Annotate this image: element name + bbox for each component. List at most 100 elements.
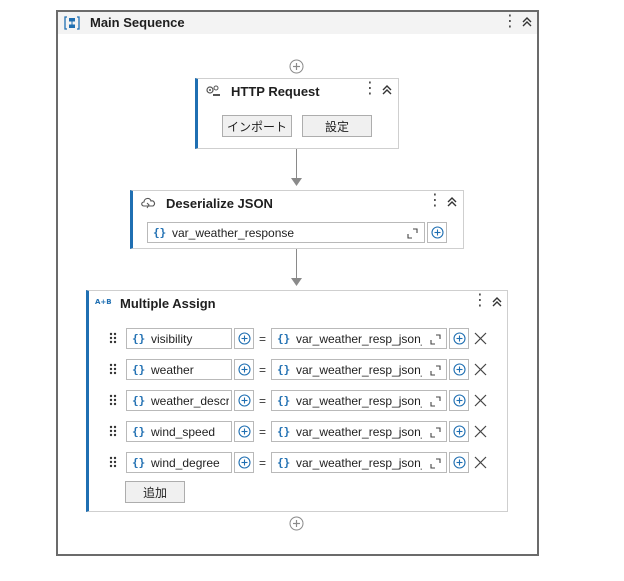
- assign-value-input[interactable]: [271, 452, 447, 473]
- assign-collapse-icon[interactable]: [490, 295, 504, 309]
- delete-row-icon[interactable]: [474, 332, 487, 345]
- import-button[interactable]: インポート: [222, 115, 292, 137]
- assign-value-input[interactable]: [271, 328, 447, 349]
- deserialize-collapse-icon[interactable]: [445, 195, 459, 209]
- sequence-collapse-icon[interactable]: [520, 15, 534, 29]
- add-activity-top-icon[interactable]: [289, 59, 304, 74]
- equals-sign: =: [259, 456, 267, 470]
- assign-value-add-button[interactable]: [449, 390, 469, 411]
- expression-icon: {}: [132, 363, 146, 376]
- http-request-collapse-icon[interactable]: [380, 83, 394, 97]
- equals-sign: =: [259, 363, 267, 377]
- expand-editor-icon[interactable]: [430, 396, 441, 407]
- multiple-assign-title: Multiple Assign: [120, 296, 216, 311]
- assign-value-text: var_weather_resp_json_c: [296, 456, 422, 470]
- assign-value-add-button[interactable]: [449, 452, 469, 473]
- equals-sign: =: [259, 394, 267, 408]
- expression-icon: {}: [277, 363, 291, 376]
- plus-circle-icon: [237, 456, 251, 469]
- http-request-activity[interactable]: [195, 78, 399, 149]
- gear-network-icon: [206, 85, 220, 96]
- sequence-more-icon[interactable]: ⋮: [502, 13, 518, 30]
- delete-row-icon[interactable]: [474, 394, 487, 407]
- plus-circle-icon: [452, 394, 466, 407]
- json-add-button[interactable]: [427, 222, 447, 243]
- assign-to-value: wind_speed: [151, 425, 216, 439]
- plus-circle-icon: [237, 363, 251, 376]
- assign-to-input[interactable]: [126, 390, 232, 411]
- assign-value-text: var_weather_resp_json_c: [296, 363, 422, 377]
- arrow-down-icon: [291, 278, 302, 286]
- expression-icon: {}: [132, 332, 146, 345]
- deserialize-more-icon[interactable]: ⋮: [427, 192, 443, 209]
- deserialize-json-title: Deserialize JSON: [166, 196, 273, 211]
- drag-handle-icon[interactable]: [109, 394, 117, 406]
- equals-sign: =: [259, 425, 267, 439]
- delete-row-icon[interactable]: [474, 425, 487, 438]
- http-request-more-icon[interactable]: ⋮: [362, 80, 378, 97]
- expand-editor-icon[interactable]: [430, 365, 441, 376]
- assign-to-add-button[interactable]: [234, 421, 254, 442]
- settings-button[interactable]: 設定: [302, 115, 372, 137]
- delete-row-icon[interactable]: [474, 456, 487, 469]
- json-string-input[interactable]: [147, 222, 425, 243]
- drag-handle-icon[interactable]: [109, 363, 117, 375]
- assign-more-icon[interactable]: ⋮: [472, 292, 488, 309]
- expression-icon: {}: [132, 394, 146, 407]
- expand-editor-icon[interactable]: [430, 458, 441, 469]
- assign-to-add-button[interactable]: [234, 390, 254, 411]
- assign-to-value: weather: [151, 363, 194, 377]
- equals-sign: =: [259, 332, 267, 346]
- json-string-value: var_weather_response: [172, 226, 295, 240]
- add-assign-button[interactable]: 追加: [125, 481, 185, 503]
- assign-value-add-button[interactable]: [449, 359, 469, 380]
- expand-editor-icon[interactable]: [430, 334, 441, 345]
- connector-line: [296, 249, 297, 279]
- assign-icon: A+B: [95, 298, 112, 306]
- drag-handle-icon[interactable]: [109, 425, 117, 437]
- http-request-title: HTTP Request: [231, 84, 320, 99]
- expression-icon: {}: [277, 332, 291, 345]
- add-activity-bottom-icon[interactable]: [289, 516, 304, 531]
- expression-icon: {}: [132, 456, 146, 469]
- connector-line: [296, 149, 297, 179]
- drag-handle-icon[interactable]: [109, 456, 117, 468]
- assign-to-input[interactable]: [126, 359, 232, 380]
- assign-to-value: wind_degree: [151, 456, 220, 470]
- assign-to-input[interactable]: [126, 452, 232, 473]
- assign-to-input[interactable]: [126, 328, 232, 349]
- plus-circle-icon: [237, 394, 251, 407]
- arrow-down-icon: [291, 178, 302, 186]
- expand-editor-icon[interactable]: [430, 427, 441, 438]
- plus-circle-icon: [452, 363, 466, 376]
- assign-to-add-button[interactable]: [234, 359, 254, 380]
- plus-circle-icon: [237, 332, 251, 345]
- expression-icon: {}: [153, 226, 167, 239]
- assign-to-value: weather_descri: [151, 394, 229, 408]
- assign-value-input[interactable]: [271, 359, 447, 380]
- main-sequence-header: [58, 12, 537, 34]
- plus-circle-icon: [452, 456, 466, 469]
- plus-circle-icon: [430, 226, 444, 239]
- delete-row-icon[interactable]: [474, 363, 487, 376]
- plus-circle-icon: [237, 425, 251, 438]
- expand-editor-icon[interactable]: [407, 228, 418, 239]
- sequence-icon: [64, 16, 80, 30]
- assign-value-add-button[interactable]: [449, 328, 469, 349]
- assign-value-input[interactable]: [271, 421, 447, 442]
- expression-icon: {}: [277, 456, 291, 469]
- assign-value-text: var_weather_resp_json_c: [296, 425, 422, 439]
- expression-icon: {}: [277, 394, 291, 407]
- assign-to-input[interactable]: [126, 421, 232, 442]
- assign-value-text: var_weather_resp_json_c: [296, 332, 422, 346]
- assign-value-add-button[interactable]: [449, 421, 469, 442]
- assign-to-add-button[interactable]: [234, 328, 254, 349]
- drag-handle-icon[interactable]: [109, 332, 117, 344]
- assign-value-text: var_weather_resp_json_c: [296, 394, 422, 408]
- assign-value-input[interactable]: [271, 390, 447, 411]
- cloud-json-icon: [141, 197, 156, 209]
- assign-to-value: visibility: [151, 332, 193, 346]
- plus-circle-icon: [452, 332, 466, 345]
- assign-to-add-button[interactable]: [234, 452, 254, 473]
- expression-icon: {}: [132, 425, 146, 438]
